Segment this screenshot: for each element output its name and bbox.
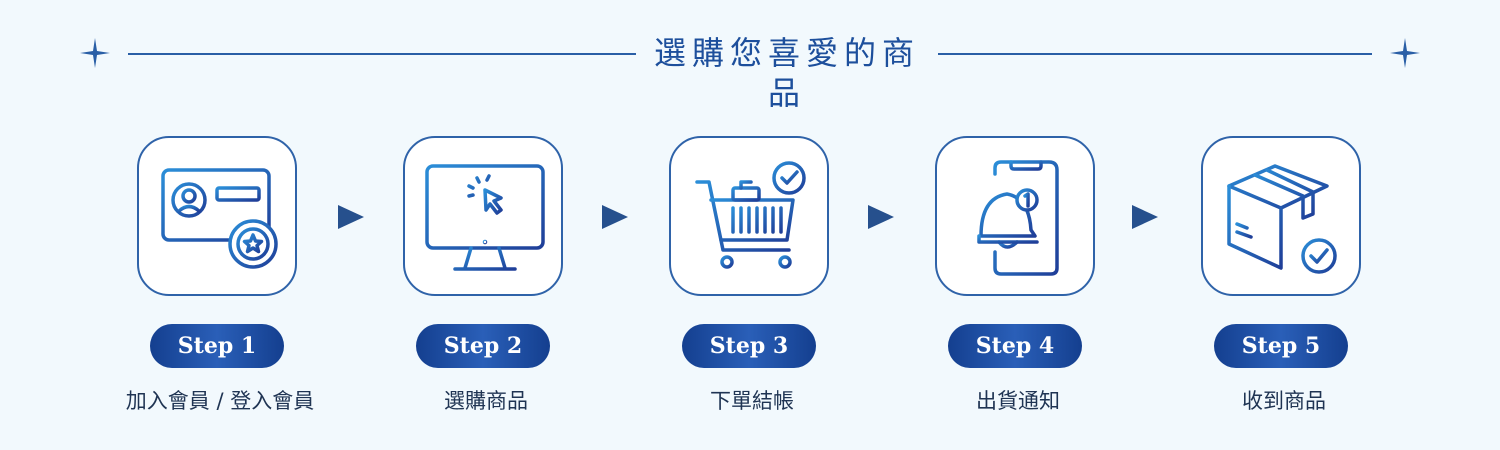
step-arrow [868, 205, 894, 229]
step-icon-card [403, 136, 563, 296]
step-label: 加入會員 / 登入會員 [125, 389, 315, 413]
step-2: Step 2 選購商品 [366, 136, 566, 426]
step-label: 出貨通知 [976, 389, 1060, 413]
step-4: Step 4 出貨通知 [898, 136, 1098, 426]
step-badge: Step 3 [682, 324, 816, 368]
step-3: Step 3 下單結帳 [632, 136, 832, 426]
step-1: Step 1 加入會員 / 登入會員 [100, 136, 314, 426]
step-5: Step 5 收到商品 [1164, 136, 1364, 426]
sparkle-icon [80, 38, 110, 68]
section-header: 選購您喜愛的商品 [80, 25, 1420, 112]
step-label: 選購商品 [444, 389, 528, 413]
step-icon-card [669, 136, 829, 296]
step-badge: Step 4 [948, 324, 1082, 368]
step-badge: Step 5 [1214, 324, 1348, 368]
header-divider-left [128, 53, 636, 55]
step-badge: Step 2 [416, 324, 550, 368]
member-card-icon [161, 168, 278, 269]
shopping-cart-icon [695, 161, 806, 269]
step-icon-card [935, 136, 1095, 296]
step-arrow [1132, 205, 1158, 229]
step-label: 下單結帳 [710, 389, 794, 413]
step-icon-card [137, 136, 297, 296]
step-label: 收到商品 [1242, 389, 1326, 413]
step-arrow [338, 205, 364, 229]
header-divider-right [938, 53, 1372, 55]
package-received-icon [1227, 164, 1337, 274]
phone-notification-icon [977, 160, 1059, 276]
step-icon-card [1201, 136, 1361, 296]
sparkle-icon [1390, 38, 1420, 68]
monitor-click-icon [425, 164, 545, 271]
step-badge: Step 1 [150, 324, 284, 368]
step-arrow [602, 205, 628, 229]
page-title: 選購您喜愛的商品 [653, 34, 920, 112]
